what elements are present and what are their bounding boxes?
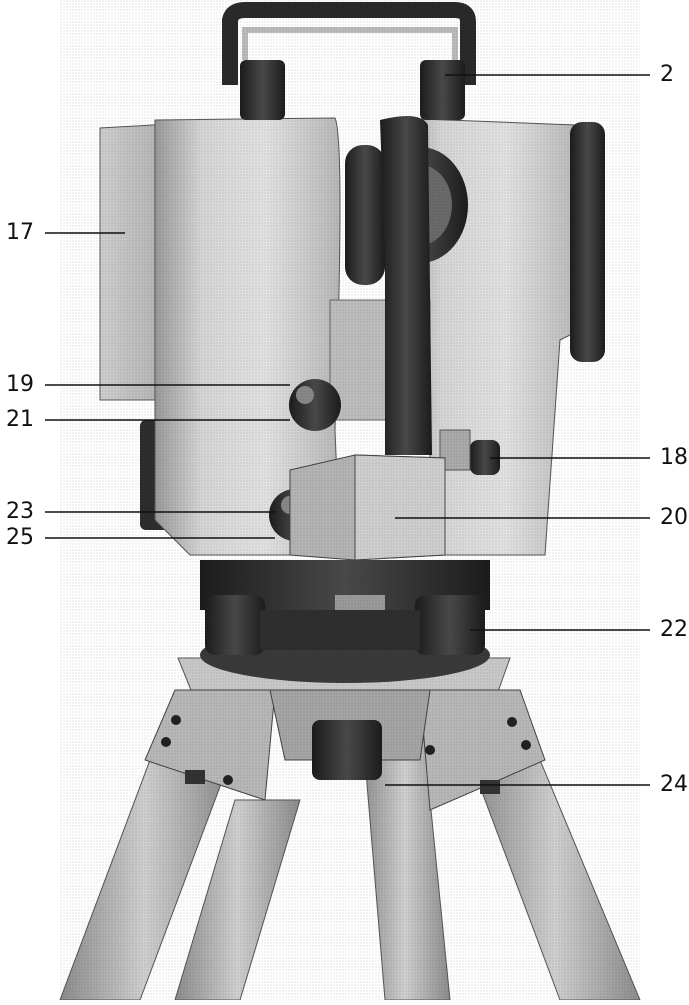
- leader-lines: [45, 74, 650, 786]
- callout-20: 20: [660, 507, 688, 529]
- callout-21: 21: [6, 407, 34, 432]
- callout-24: 24: [660, 774, 688, 796]
- callout-22: 22: [660, 619, 688, 641]
- callout-2: 2: [660, 62, 674, 87]
- callout-17: 17: [6, 220, 34, 245]
- callout-19: 19: [6, 372, 34, 397]
- callout-23: 23: [6, 499, 34, 524]
- callout-25: 25: [6, 525, 34, 550]
- callout-18: 18: [660, 447, 688, 469]
